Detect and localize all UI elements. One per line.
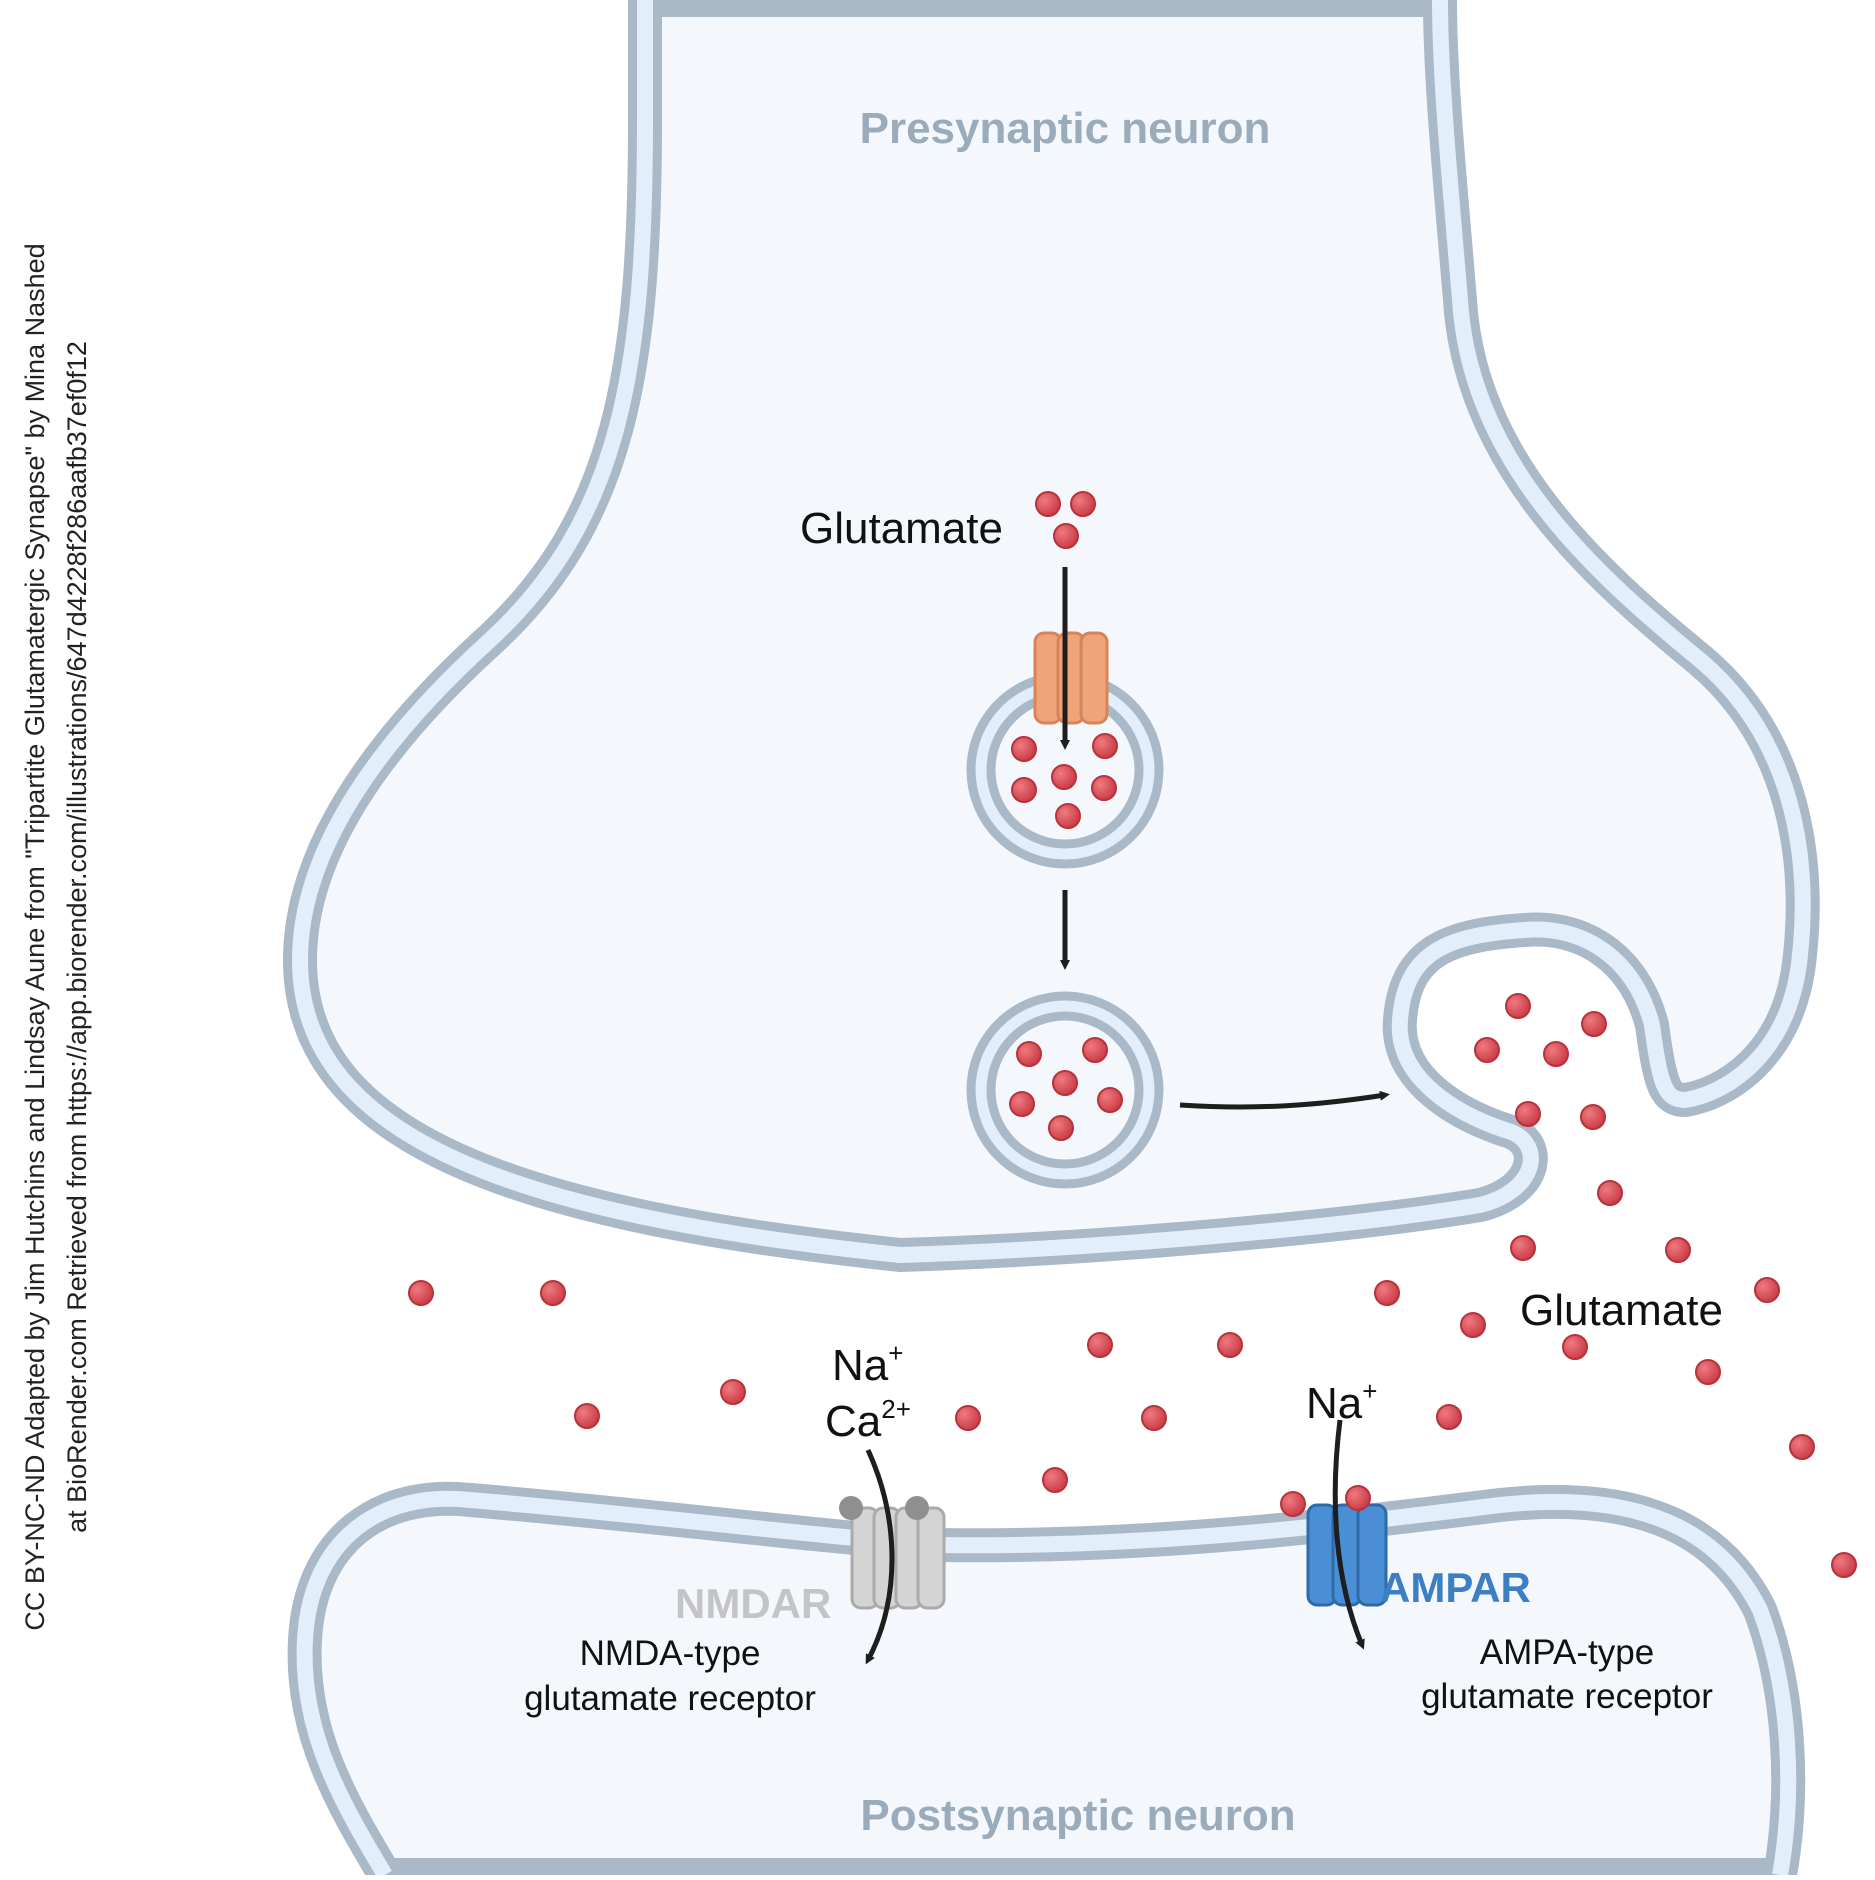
postsynaptic-membrane-inner <box>296 1490 1797 1880</box>
postsynaptic-neuron <box>287 1481 1806 1880</box>
glutamate-molecule <box>1460 1312 1486 1338</box>
glutamate-molecule <box>1016 1041 1042 1067</box>
ampa-description-line2: glutamate receptor <box>1421 1677 1713 1716</box>
glutamate-molecule <box>1374 1280 1400 1306</box>
glutamate-molecule <box>1543 1041 1569 1067</box>
glutamate-molecule <box>1087 1332 1113 1358</box>
glutamate-molecule <box>1436 1404 1462 1430</box>
glutamate-molecule <box>1345 1485 1371 1511</box>
credit-line-1: CC BY-NC-ND Adapted by Jim Hutchins and … <box>20 243 50 1630</box>
glutamate-molecule <box>1280 1491 1306 1517</box>
glutamate-molecule <box>1754 1277 1780 1303</box>
nmdar-label: NMDAR <box>675 1580 831 1627</box>
postsynaptic-label: Postsynaptic neuron <box>860 1791 1295 1840</box>
glutamate-molecule <box>1695 1359 1721 1385</box>
ampa-receptor <box>1306 1503 1388 1607</box>
glutamate-molecule <box>1051 764 1077 790</box>
flow-arrows <box>865 567 1390 1665</box>
glutamate-molecule <box>1831 1552 1857 1578</box>
glutamate-molecule <box>1070 491 1096 517</box>
glutamate-molecule <box>1580 1104 1606 1130</box>
ampa-description-line1: AMPA-type <box>1480 1633 1654 1672</box>
glutamate-molecule <box>1053 523 1079 549</box>
glutamate-molecules <box>408 491 1857 1578</box>
credit-line-2: at BioRender.com Retrieved from https://… <box>62 341 92 1533</box>
glutamate-molecule <box>1562 1334 1588 1360</box>
ampar-label: AMPAR <box>1380 1564 1531 1611</box>
glutamate-molecule <box>1092 733 1118 759</box>
glutamate-molecule <box>1082 1037 1108 1063</box>
glutamate-molecule <box>1009 1091 1035 1117</box>
presynaptic-neuron <box>283 0 1820 1272</box>
glutamate-molecule <box>1515 1101 1541 1127</box>
nmda-receptor <box>839 1496 946 1610</box>
glutamate-label-vesicle: Glutamate <box>800 504 1003 553</box>
glutamate-molecule <box>1581 1011 1607 1037</box>
na-label-nmdar: Na+ <box>832 1338 903 1390</box>
glutamate-molecule <box>1091 775 1117 801</box>
glutamate-molecule <box>720 1379 746 1405</box>
glutamate-molecule <box>1055 803 1081 829</box>
glutamate-molecule <box>1048 1115 1074 1141</box>
nmda-description-line2: glutamate receptor <box>524 1679 816 1718</box>
glutamate-molecule <box>574 1403 600 1429</box>
glutamate-molecule <box>1505 993 1531 1019</box>
glutamate-molecule <box>1141 1405 1167 1431</box>
glutamate-label-cleft: Glutamate <box>1520 1286 1723 1335</box>
vglut-transporter <box>1033 631 1109 725</box>
glutamate-molecule <box>1474 1037 1500 1063</box>
glutamate-molecule <box>1789 1434 1815 1460</box>
arrow-exocytosis <box>1179 1090 1390 1110</box>
glutamate-molecule <box>1052 1070 1078 1096</box>
arrow-nmdar-influx <box>865 1448 895 1665</box>
glutamate-molecule <box>1035 491 1061 517</box>
glutamate-molecule <box>1217 1332 1243 1358</box>
glutamate-molecule <box>1042 1467 1068 1493</box>
na-label-ampar: Na+ <box>1306 1376 1377 1428</box>
glutamate-molecule <box>1597 1180 1623 1206</box>
glutamate-molecule <box>408 1280 434 1306</box>
glutamate-molecule <box>540 1280 566 1306</box>
glutamate-molecule <box>1011 736 1037 762</box>
presynaptic-membrane-inner <box>292 0 1811 1263</box>
arrow-ampar-influx <box>1332 1419 1365 1650</box>
nmda-description-line1: NMDA-type <box>580 1634 761 1673</box>
glutamate-molecule <box>1665 1237 1691 1263</box>
glutamate-molecule <box>1510 1235 1536 1261</box>
presynaptic-label: Presynaptic neuron <box>860 104 1271 153</box>
glutamate-molecule <box>955 1405 981 1431</box>
ca-label-nmdar: Ca2+ <box>825 1394 911 1446</box>
glutamate-molecule <box>1011 777 1037 803</box>
glutamate-molecule <box>1097 1087 1123 1113</box>
